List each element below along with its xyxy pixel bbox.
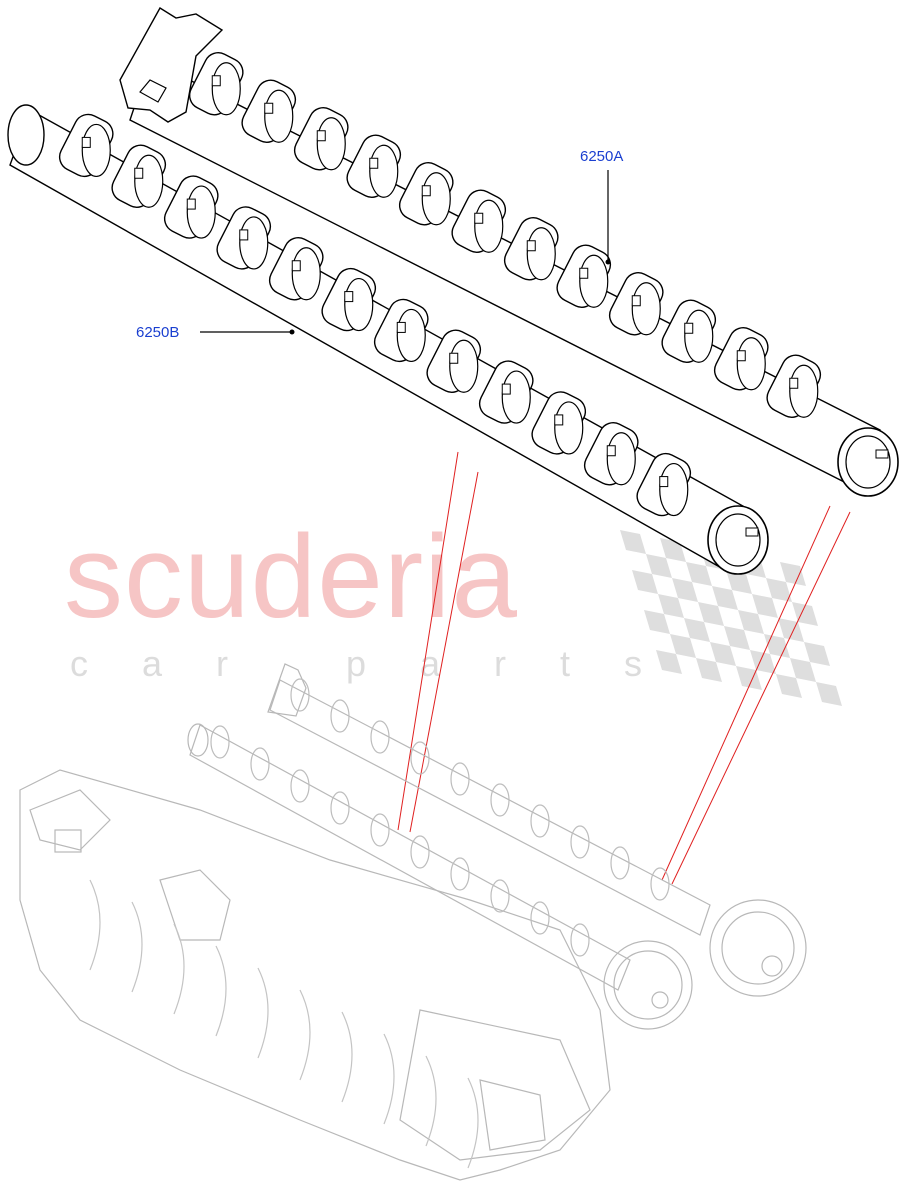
camshaft-b-lobe [268,237,324,301]
leader-6250a [605,170,611,265]
camshaft-b-lobe [636,452,692,517]
camshaft-b-lobe [321,267,377,332]
camshaft-a-lobe [293,107,349,171]
camshaft-b-lobe [163,175,219,239]
camshaft-b-lobe [373,298,429,363]
camshaft-a-lobe [241,79,297,143]
camshaft-a-lobe [188,52,244,116]
camshaft-a-lobe [661,299,717,363]
camshaft-b-lobe [111,144,167,208]
camshaft-a-lobe [346,134,402,198]
camshaft-a-lobe [766,354,822,418]
leader-6250b [200,329,295,335]
camshaft-b-lobe [426,329,482,393]
camshaft-a-lobe [608,272,664,336]
camshaft-b-lobe [531,391,587,455]
assembly-context-view [19,663,807,1181]
camshaft-6250b[interactable] [7,104,769,575]
reference-lines [397,451,851,885]
camshaft-a-lobe [713,327,769,391]
camshaft-b-lobe [583,422,639,486]
camshaft-a-lobe [451,189,507,253]
camshaft-6250a[interactable] [119,7,899,497]
callout-6250b[interactable]: 6250B [136,324,180,341]
watermark-tagline: car parts [70,643,697,684]
callout-6250a[interactable]: 6250A [580,148,624,165]
camshaft-a-lobe [398,162,454,226]
watermark-brand: scuderia [64,511,519,643]
camshaft-b-lobe [478,360,534,424]
camshaft-a-lobe [556,244,612,308]
camshaft-a-lobe [503,217,559,281]
camshaft-b-lobe [216,206,272,270]
camshaft-b-lobe [58,113,114,178]
